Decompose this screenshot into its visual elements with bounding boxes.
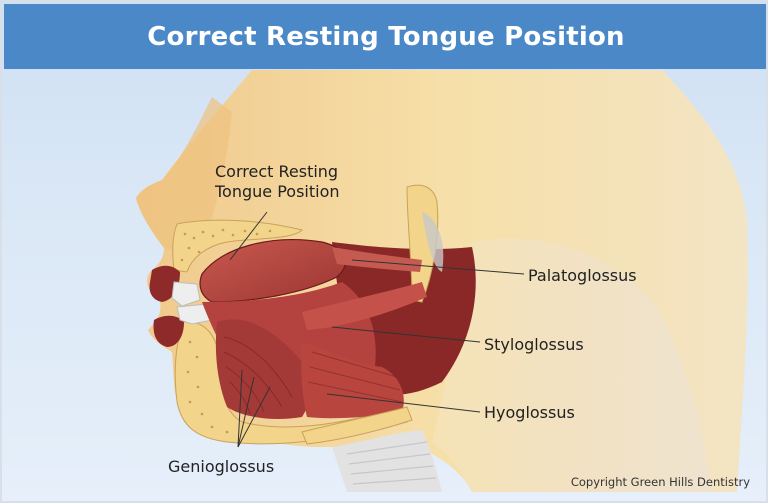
larynx-rings bbox=[346, 441, 437, 485]
hyoglossus-fibers bbox=[307, 351, 403, 403]
label-tongue-position-line2: Tongue Position bbox=[215, 182, 340, 201]
leader-styloglossus bbox=[331, 326, 481, 343]
leader-palatoglossus bbox=[351, 259, 525, 275]
copyright-text: Copyright Green Hills Dentistry bbox=[570, 475, 750, 489]
diagram-title: Correct Resting Tongue Position bbox=[147, 21, 625, 52]
styloid-process bbox=[406, 184, 439, 303]
leader-genioglossus-2 bbox=[237, 376, 255, 448]
larynx bbox=[332, 430, 442, 492]
leader-tongue-position bbox=[229, 211, 268, 261]
leader-genioglossus-3 bbox=[237, 386, 271, 448]
hyoglossus-muscle bbox=[301, 342, 404, 419]
leader-genioglossus-1 bbox=[237, 369, 243, 448]
lower-teeth bbox=[176, 303, 213, 325]
title-bar: Correct Resting Tongue Position bbox=[4, 4, 766, 69]
face-profile bbox=[136, 97, 232, 251]
genioglossus-fibers bbox=[223, 336, 293, 415]
lower-lip bbox=[153, 315, 184, 347]
genioglossus-muscle bbox=[215, 319, 310, 419]
styloglossus-muscle bbox=[302, 282, 427, 330]
neck bbox=[432, 238, 712, 492]
maxilla-texture bbox=[180, 228, 272, 262]
leader-hyoglossus bbox=[326, 393, 481, 413]
tongue-body bbox=[199, 239, 347, 303]
upper-teeth bbox=[171, 281, 201, 307]
label-genioglossus: Genioglossus bbox=[168, 457, 275, 476]
styloid-shadow bbox=[422, 212, 444, 272]
label-palatoglossus: Palatoglossus bbox=[528, 266, 637, 285]
label-tongue-position: Correct Resting Tongue Position bbox=[215, 162, 340, 202]
leader-lines bbox=[229, 211, 525, 448]
label-hyoglossus: Hyoglossus bbox=[484, 403, 575, 422]
maxilla-bone bbox=[172, 219, 303, 273]
label-tongue-position-line1: Correct Resting bbox=[215, 162, 339, 181]
mandible-texture bbox=[186, 340, 229, 434]
palatoglossus-muscle bbox=[332, 247, 422, 272]
label-styloglossus: Styloglossus bbox=[484, 335, 584, 354]
hyoid-bone bbox=[301, 406, 413, 445]
